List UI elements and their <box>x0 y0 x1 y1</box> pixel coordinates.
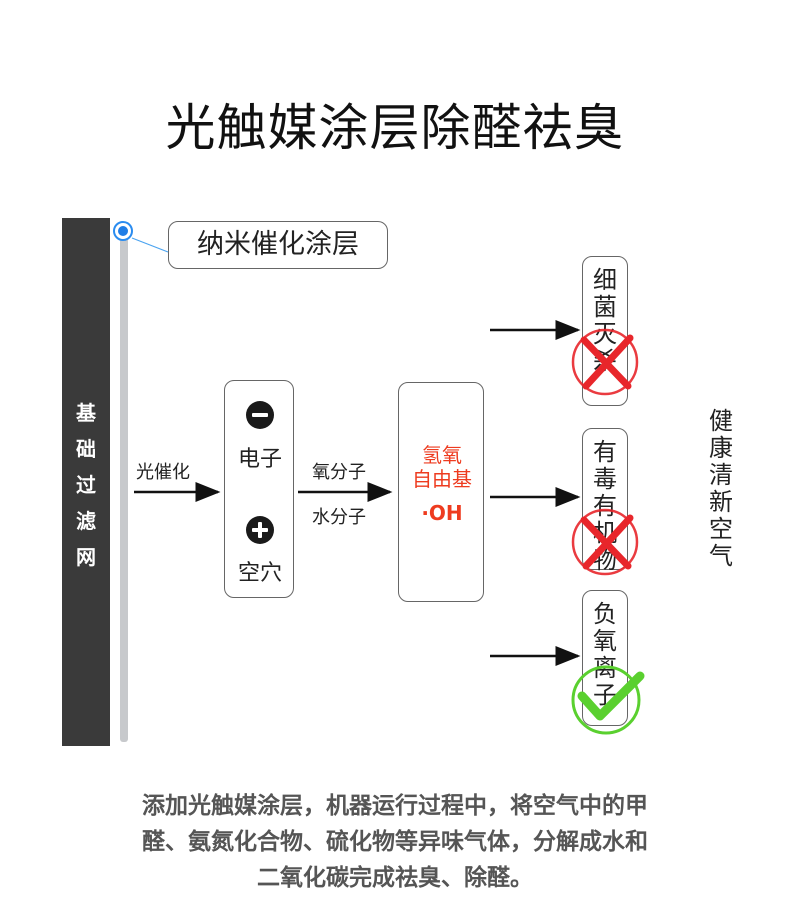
filter-label-chars: 基础过滤网 <box>76 401 96 569</box>
hydroxyl-formula: ·OH <box>421 501 463 525</box>
footer-description: 添加光触媒涂层，机器运行过程中，将空气中的甲 醛、氨氮化合物、硫化物等异味气体，… <box>40 788 750 896</box>
footer-line-3: 二氧化碳完成祛臭、除醛。 <box>257 865 533 891</box>
cross-icon <box>571 508 639 576</box>
hole-label: 空穴 <box>237 561 282 586</box>
target-label: 有毒有机物 <box>593 438 617 574</box>
footer-line-1: 添加光触媒涂层，机器运行过程中，将空气中的甲 <box>142 793 648 819</box>
coating-rail <box>120 232 128 742</box>
carrier-box: 电子 空穴 <box>224 380 294 598</box>
clean-air-chars: 健康清新空气 <box>709 407 733 570</box>
coating-label: 纳米催化涂层 <box>197 229 359 260</box>
radical-label: 氢氧 自由基 <box>399 443 485 491</box>
dot-connector <box>131 237 169 253</box>
coating-label-box: 纳米催化涂层 <box>168 221 388 269</box>
rail-marker-icon <box>113 221 133 241</box>
clean-air-label: 健康清新空气 <box>704 408 738 570</box>
electron-label: 电子 <box>237 447 282 472</box>
filter-label: 基础过滤网 <box>62 395 110 575</box>
cross-icon <box>571 328 639 396</box>
radical-box: 氢氧 自由基 ·OH <box>398 382 484 602</box>
radical-line-1: 氢氧 <box>422 443 462 467</box>
footer-line-2: 醛、氨氮化合物、硫化物等异味气体，分解成水和 <box>142 829 648 855</box>
minus-circle-icon <box>246 401 274 429</box>
radical-line-2: 自由基 <box>412 467 472 491</box>
water-label: 水分子 <box>312 507 366 528</box>
page-title: 光触媒涂层除醛祛臭 <box>165 99 625 157</box>
check-icon <box>571 665 645 735</box>
photocatalysis-label: 光催化 <box>136 462 190 483</box>
target-label: 负氧离子 <box>593 600 617 709</box>
filter-bar <box>62 218 110 746</box>
target-box-organic: 有毒有机物 <box>582 428 628 574</box>
plus-circle-icon <box>246 516 274 544</box>
oxygen-label: 氧分子 <box>312 462 366 483</box>
